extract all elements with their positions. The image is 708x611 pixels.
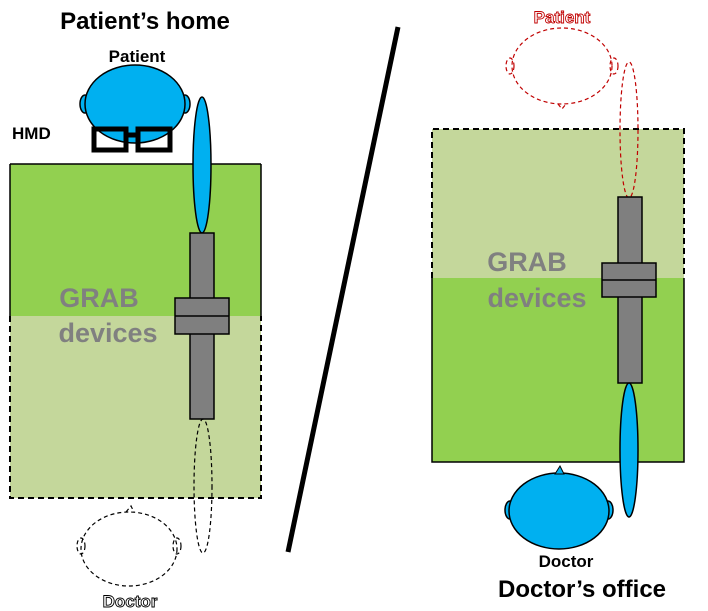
left-table-border bbox=[9, 316, 262, 499]
panel-divider bbox=[285, 26, 401, 553]
right-grab-line1: GRAB bbox=[487, 247, 567, 277]
patient-arm-icon bbox=[192, 96, 212, 234]
ghost-doctor-head-icon bbox=[76, 504, 182, 587]
left-title: Patient’s home bbox=[60, 8, 230, 35]
hmd-label: HMD bbox=[12, 124, 51, 143]
patient-label: Patient bbox=[109, 47, 166, 66]
hmd-glasses-icon bbox=[91, 126, 173, 153]
patient-head-icon bbox=[79, 64, 191, 144]
right-title: Doctor’s office bbox=[498, 576, 666, 603]
ghost-doctor-label: Doctor bbox=[103, 592, 158, 611]
ghost-patient-head-icon bbox=[505, 27, 619, 110]
right-table-border bbox=[431, 128, 685, 278]
doctor-head-icon bbox=[504, 464, 614, 550]
left-table-bottom bbox=[10, 316, 261, 498]
left-grab-line1: GRAB bbox=[59, 283, 139, 313]
left-grab-device-icon bbox=[174, 232, 230, 420]
ghost-doctor-arm-icon bbox=[193, 418, 213, 554]
ghost-patient-label: Patient bbox=[534, 8, 591, 27]
left-grab-line2: devices bbox=[58, 318, 157, 348]
right-grab-line2: devices bbox=[487, 283, 586, 313]
left-table-top bbox=[10, 164, 261, 316]
doctor-label: Doctor bbox=[539, 552, 594, 571]
right-grab-device-icon bbox=[601, 196, 657, 384]
doctor-arm-icon bbox=[619, 382, 639, 518]
ghost-patient-arm-icon bbox=[619, 61, 639, 199]
